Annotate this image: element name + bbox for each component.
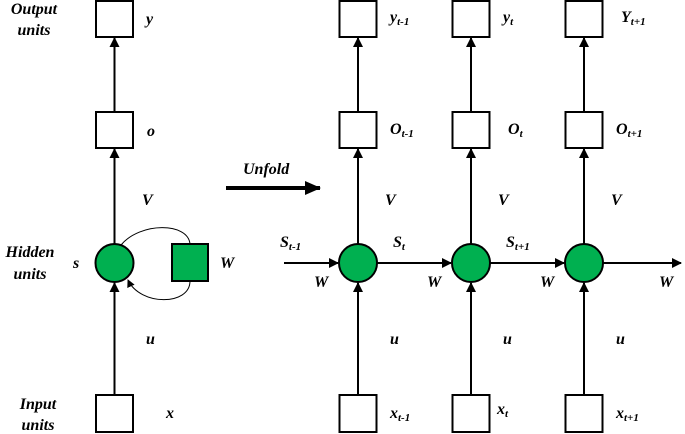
label-V: V [498, 192, 510, 209]
label-W: W [220, 255, 236, 272]
label-y-subscript: t [510, 16, 514, 28]
label-u: u [390, 331, 399, 348]
label-u-main: u [390, 331, 399, 348]
label-V-main: V [385, 192, 397, 209]
unfolded-network: W yt-1Ot-1VSt-1Wuxt-1ytOtVStWuxtYt+1Ot+1… [280, 0, 682, 433]
label-W: W [427, 274, 443, 291]
label-s-in: St-1 [280, 234, 301, 253]
label-o: Ot+1 [616, 121, 642, 140]
output-node-y [564, 0, 604, 38]
recurrent-loop-bottom [127, 279, 191, 301]
input-node-x [451, 394, 491, 433]
label-V-main: V [611, 192, 623, 209]
label-s: s [72, 255, 79, 272]
label-u-main: u [616, 331, 625, 348]
label-o: Ot [508, 121, 524, 140]
label-W: W [314, 274, 330, 291]
label-s-in-subscript: t+1 [515, 241, 530, 253]
input-node-x [95, 394, 134, 433]
label-y: yt [501, 9, 514, 28]
hidden-node-s [94, 243, 135, 283]
label-u-main: u [503, 331, 512, 348]
label-y: yt-1 [388, 9, 409, 28]
label-y-main: Y [621, 9, 632, 26]
hidden-node-s [451, 243, 491, 283]
label-W-main: W [314, 274, 330, 291]
label-o: o [147, 123, 155, 140]
output-node-o [451, 111, 491, 149]
label-x-main: x [496, 401, 505, 418]
label-s-in: St [393, 234, 406, 253]
hidden-units-caption-line1: Hidden [5, 244, 55, 261]
input-units-caption-line1: Input [19, 396, 57, 413]
label-x: xt+1 [615, 405, 639, 424]
label-x-main: x [615, 405, 624, 422]
label-s-in-subscript: t [402, 241, 406, 253]
label-o: Ot-1 [390, 121, 414, 140]
label-W-main: W [427, 274, 443, 291]
output-node-y [338, 0, 378, 38]
label-x: xt [496, 401, 509, 420]
label-V-main: V [498, 192, 510, 209]
label-s-in-subscript: t-1 [289, 241, 301, 253]
output-node-y [95, 0, 134, 38]
label-x-subscript: t-1 [398, 412, 410, 424]
label-u: u [503, 331, 512, 348]
hidden-units-caption-line2: units [14, 266, 47, 283]
hidden-node-s [338, 243, 378, 283]
recurrent-loop-top [120, 227, 191, 246]
label-s-in: St+1 [506, 234, 530, 253]
unfold-arrow-group: Unfold [226, 161, 321, 195]
label-u: u [146, 331, 155, 348]
output-units-caption-line2: units [18, 22, 51, 39]
label-s-in-main: S [506, 234, 515, 251]
output-node-y [451, 0, 491, 38]
label-o-subscript: t [520, 128, 524, 140]
label-x-subscript: t+1 [624, 412, 639, 424]
output-node-o [564, 111, 604, 149]
label-y-main: y [501, 9, 511, 26]
label-x: xt-1 [389, 405, 410, 424]
unfold-label: Unfold [243, 161, 290, 178]
label-o-subscript: t-1 [402, 128, 414, 140]
label-o-main: O [616, 121, 628, 138]
label-u: u [616, 331, 625, 348]
input-units-caption-line2: units [22, 417, 55, 434]
label-y-main: y [388, 9, 398, 26]
label-y: y [144, 11, 154, 28]
output-node-o [338, 111, 378, 149]
label-s-in-main: S [393, 234, 402, 251]
label-y-subscript: t-1 [397, 16, 409, 28]
output-node-o [95, 111, 134, 149]
hidden-node-s [564, 243, 604, 283]
output-units-caption-line1: Output [11, 1, 58, 18]
input-node-x [564, 394, 604, 433]
label-V: V [611, 192, 623, 209]
label-x-subscript: t [505, 408, 509, 420]
label-y: Yt+1 [621, 9, 646, 28]
label-V: V [142, 192, 154, 209]
label-o-main: O [508, 121, 520, 138]
recurrent-weight-W-node [171, 243, 209, 282]
label-o-main: O [390, 121, 402, 138]
label-x: x [165, 405, 174, 422]
label-V: V [385, 192, 397, 209]
label-W-final: W [659, 274, 675, 291]
label-s-in-main: S [280, 234, 289, 251]
input-node-x [338, 394, 378, 433]
label-y-subscript: t+1 [631, 16, 646, 28]
label-x-main: x [389, 405, 398, 422]
label-W: W [540, 274, 556, 291]
folded-network: Output units Hidden units Input units y … [5, 0, 236, 434]
label-o-subscript: t+1 [628, 128, 643, 140]
label-W-main: W [540, 274, 556, 291]
